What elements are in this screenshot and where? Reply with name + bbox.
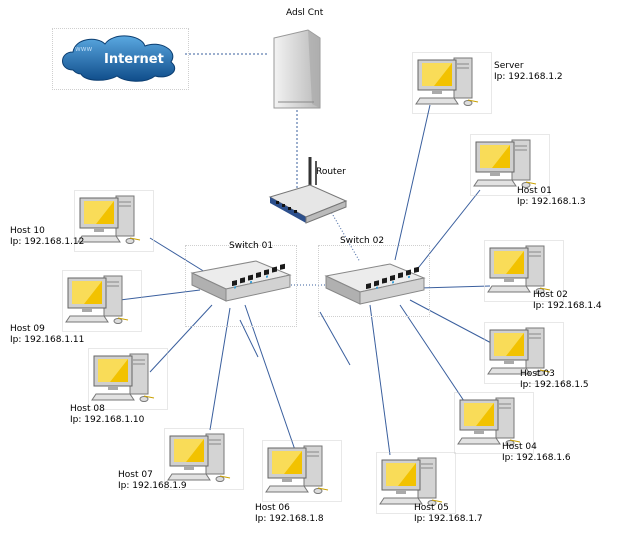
switch1-frame <box>185 245 297 327</box>
host01-ip: Ip: 192.168.1.3 <box>517 197 586 207</box>
link-sw1-h10 <box>149 237 206 273</box>
h09-computer-icon <box>62 270 142 336</box>
switch2-label: Switch 02 <box>340 236 385 246</box>
h01-computer-icon <box>470 134 550 200</box>
router-icon <box>268 157 348 224</box>
router-label: Router <box>316 167 346 177</box>
link-router-switch2 <box>329 209 361 263</box>
switch1-label: Switch 01 <box>229 241 274 251</box>
cloud-frame <box>52 28 189 90</box>
host05-ip: Ip: 192.168.1.7 <box>414 514 483 524</box>
host09-name: Host 09 <box>10 324 45 334</box>
host09-ip: Ip: 192.168.1.11 <box>10 335 85 345</box>
host03-ip: Ip: 192.168.1.5 <box>520 380 589 390</box>
link-sw2-server <box>394 104 431 261</box>
host08-ip: Ip: 192.168.1.10 <box>70 415 145 425</box>
link-sw2-stub <box>319 311 351 366</box>
h02-computer-icon <box>484 240 564 306</box>
host02-ip: Ip: 192.168.1.4 <box>533 301 602 311</box>
link-sw1-h08 <box>149 304 213 373</box>
link-sw2-h03 <box>409 299 496 346</box>
host07-ip: Ip: 192.168.1.9 <box>118 481 187 491</box>
link-sw2-h01 <box>414 189 481 273</box>
cloud-prefix: www <box>75 45 93 53</box>
link-sw1-h09 <box>119 289 201 301</box>
host10-name: Host 10 <box>10 226 45 236</box>
link-sw2-h04 <box>399 304 471 411</box>
internet-cloud-icon <box>62 35 176 82</box>
modem-label: Adsl Cnt <box>286 8 324 18</box>
switch2-icon <box>324 263 426 305</box>
host06-name: Host 06 <box>255 503 290 513</box>
switch2-frame <box>318 245 430 317</box>
host01-name: Host 01 <box>517 186 552 196</box>
server-ip: Ip: 192.168.1.2 <box>494 72 563 82</box>
host06-ip: Ip: 192.168.1.8 <box>255 514 324 524</box>
link-sw1-h07 <box>209 307 231 431</box>
host05-name: Host 05 <box>414 503 449 513</box>
h04-computer-icon <box>454 392 534 458</box>
server-name: Server <box>494 61 524 71</box>
modem-icon <box>273 29 321 109</box>
server-computer-icon <box>412 52 492 118</box>
link-sw2-h05 <box>369 304 391 456</box>
switch1-icon <box>190 260 292 302</box>
host04-ip: Ip: 192.168.1.6 <box>502 453 571 463</box>
host04-name: Host 04 <box>502 442 537 452</box>
cloud-label: Internet <box>104 52 164 67</box>
h06-computer-icon <box>262 440 342 506</box>
host03-name: Host 03 <box>520 369 555 379</box>
host10-ip: Ip: 192.168.1.12 <box>10 237 85 247</box>
host02-name: Host 02 <box>533 290 568 300</box>
h07-computer-icon <box>164 428 244 494</box>
link-sw1-h06 <box>244 304 296 451</box>
h03-computer-icon <box>484 322 564 388</box>
host07-name: Host 07 <box>118 470 153 480</box>
link-sw2-h02 <box>419 285 491 289</box>
h10-computer-icon <box>74 190 154 256</box>
host08-name: Host 08 <box>70 404 105 414</box>
h08-computer-icon <box>88 348 168 414</box>
h05-computer-icon <box>376 452 456 518</box>
